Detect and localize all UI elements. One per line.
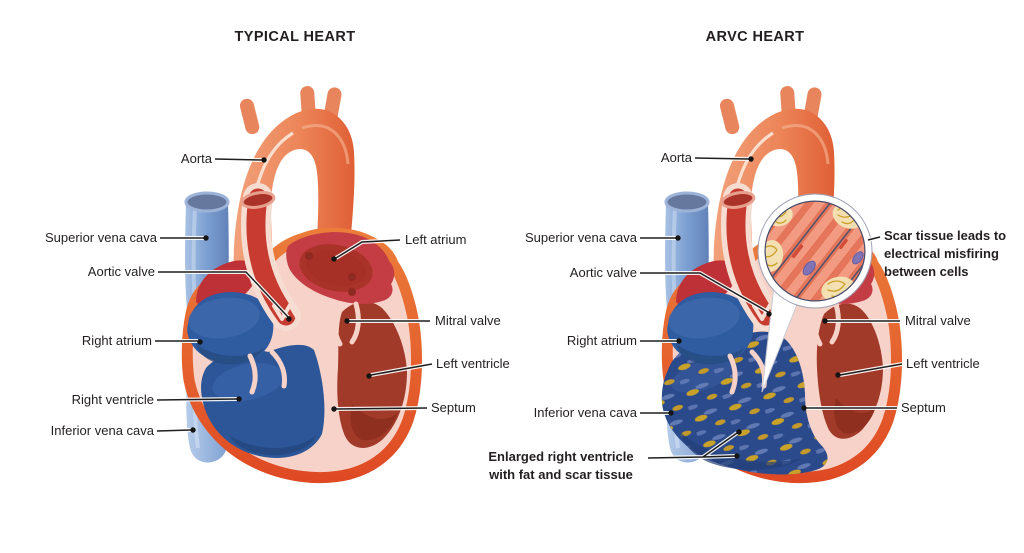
label-aortic-valve-right: Aortic valve	[569, 265, 637, 280]
arvc-heart-illustration	[661, 83, 905, 478]
label-inferior-vena-cava-left: Inferior vena cava	[50, 423, 154, 438]
label-scar-tissue-note: Scar tissue leads to electrical misfirin…	[884, 228, 1007, 279]
label-aorta-right: Aorta	[660, 150, 692, 165]
left-panel-title: TYPICAL HEART	[234, 29, 356, 45]
label-left-ventricle-right: Left ventricle	[906, 356, 980, 371]
label-mitral-valve-right: Mitral valve	[905, 313, 971, 328]
label-left-atrium: Left atrium	[405, 232, 467, 247]
typical-heart-illustration	[185, 83, 416, 478]
label-aortic-valve-left: Aortic valve	[87, 264, 155, 279]
label-right-ventricle: Right ventricle	[71, 392, 154, 407]
label-superior-vena-cava-left: Superior vena cava	[44, 230, 157, 245]
right-ventricle	[201, 344, 325, 458]
leader-lines	[155, 156, 903, 460]
enlarged-right-ventricle	[661, 331, 828, 475]
magnifier-inset	[757, 193, 873, 393]
label-right-atrium: Right atrium	[81, 333, 152, 348]
label-right-atrium-right: Right atrium	[566, 333, 637, 348]
label-inferior-vena-cava-right: Inferior vena cava	[533, 405, 637, 420]
label-aorta-left: Aorta	[180, 151, 212, 166]
right-panel-title: ARVC HEART	[705, 29, 805, 45]
label-superior-vena-cava-right: Superior vena cava	[524, 230, 637, 245]
label-septum-right: Septum	[901, 400, 946, 415]
label-mitral-valve-left: Mitral valve	[435, 313, 501, 328]
label-septum-left: Septum	[431, 400, 476, 415]
label-enlarged-right-ventricle: Enlarged right ventricle with fat and sc…	[488, 449, 634, 482]
label-left-ventricle-left: Left ventricle	[436, 356, 510, 371]
